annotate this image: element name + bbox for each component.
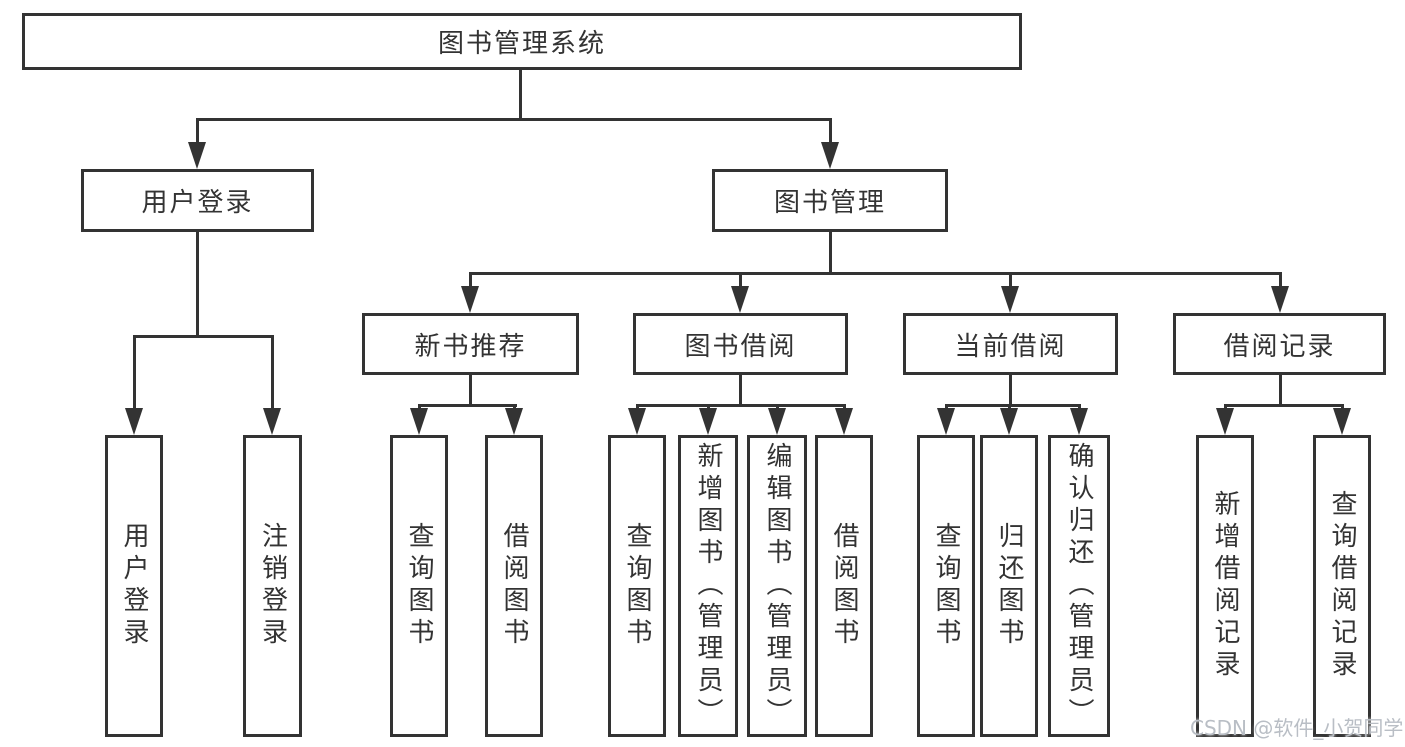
node-user-login-leaf-label: 用户登录 [119, 522, 149, 650]
node-add-borrow-record-leaf-label: 新增借阅记录 [1210, 490, 1240, 682]
arrow-down-icon [1070, 408, 1088, 435]
node-new-book-recommend: 新书推荐 [362, 313, 579, 375]
connector-line [418, 404, 517, 407]
node-borrowing-records: 借阅记录 [1173, 313, 1386, 375]
arrow-down-icon [937, 408, 955, 435]
arrow-down-icon [768, 408, 786, 435]
connector-line [739, 375, 742, 407]
node-borrow-books-leaf-1: 借阅图书 [485, 435, 543, 737]
node-confirm-return-admin-leaf: 确认归还（管理员） [1048, 435, 1110, 737]
node-query-books-leaf-3-label: 查询图书 [931, 522, 961, 650]
node-borrow-books-leaf-1-label: 借阅图书 [499, 522, 529, 650]
connector-line [196, 232, 199, 336]
arrow-down-icon [1001, 286, 1019, 313]
connector-line [1279, 272, 1282, 290]
node-library-system: 图书管理系统 [22, 13, 1022, 70]
arrow-down-icon [1216, 408, 1234, 435]
node-logout-leaf: 注销登录 [243, 435, 302, 737]
node-query-borrow-record-leaf-label: 查询借阅记录 [1327, 490, 1357, 682]
connector-line [196, 118, 832, 121]
arrow-down-icon [410, 408, 428, 435]
node-book-borrowing-label: 图书借阅 [684, 331, 797, 362]
node-borrow-books-leaf-2-label: 借阅图书 [829, 522, 859, 650]
arrow-down-icon [125, 408, 143, 435]
arrow-down-icon [821, 142, 839, 169]
connector-line [133, 335, 274, 338]
watermark-text: CSDN @软件_小贺同学 [1190, 716, 1404, 740]
arrow-down-icon [628, 408, 646, 435]
arrow-down-icon [835, 408, 853, 435]
connector-line [1009, 272, 1012, 290]
node-borrow-books-leaf-2: 借阅图书 [815, 435, 873, 737]
connector-line [519, 70, 522, 119]
connector-line [1279, 375, 1282, 407]
node-return-books-leaf-label: 归还图书 [994, 522, 1024, 650]
arrow-down-icon [1333, 408, 1351, 435]
node-library-system-label: 图书管理系统 [437, 29, 606, 59]
node-user-login-leaf: 用户登录 [105, 435, 163, 737]
node-return-books-leaf: 归还图书 [980, 435, 1038, 737]
node-borrowing-records-label: 借阅记录 [1223, 331, 1336, 362]
connector-line [829, 118, 832, 146]
connector-line [1009, 375, 1012, 407]
node-query-books-leaf-2: 查询图书 [608, 435, 666, 737]
arrow-down-icon [461, 286, 479, 313]
node-query-borrow-record-leaf: 查询借阅记录 [1313, 435, 1371, 737]
connector-line [469, 272, 472, 290]
node-new-book-recommend-label: 新书推荐 [414, 331, 527, 362]
arrow-down-icon [1271, 286, 1289, 313]
node-add-books-admin-leaf: 新增图书（管理员） [678, 435, 738, 737]
node-query-books-leaf-2-label: 查询图书 [622, 522, 652, 650]
node-book-borrowing: 图书借阅 [633, 313, 848, 375]
connector-line [196, 118, 199, 146]
node-current-borrowing: 当前借阅 [903, 313, 1118, 375]
node-confirm-return-admin-leaf-label: 确认归还（管理员） [1064, 442, 1094, 730]
connector-line [133, 335, 136, 411]
node-query-books-leaf-1-label: 查询图书 [404, 522, 434, 650]
arrow-down-icon [699, 408, 717, 435]
connector-line [636, 404, 846, 407]
connector-line [739, 272, 742, 290]
connector-line [469, 272, 1282, 275]
node-current-borrowing-label: 当前借阅 [954, 331, 1067, 362]
arrow-down-icon [731, 286, 749, 313]
connector-line [945, 404, 1080, 407]
node-add-borrow-record-leaf: 新增借阅记录 [1196, 435, 1254, 737]
node-logout-leaf-label: 注销登录 [257, 522, 288, 650]
node-query-books-leaf-3: 查询图书 [917, 435, 975, 737]
node-user-login-branch-label: 用户登录 [141, 188, 254, 218]
arrow-down-icon [263, 408, 281, 435]
connector-line [829, 232, 832, 274]
arrow-down-icon [1000, 408, 1018, 435]
node-query-books-leaf-1: 查询图书 [390, 435, 448, 737]
arrow-down-icon [505, 408, 523, 435]
node-book-management-branch-label: 图书管理 [773, 188, 886, 218]
node-book-management-branch: 图书管理 [712, 169, 948, 232]
connector-line [469, 375, 472, 407]
connector-line [1224, 404, 1343, 407]
node-add-books-admin-leaf-label: 新增图书（管理员） [693, 442, 723, 730]
node-edit-books-admin-leaf: 编辑图书（管理员） [747, 435, 807, 737]
node-user-login-branch: 用户登录 [81, 169, 314, 232]
arrow-down-icon [188, 142, 206, 169]
connector-line [271, 335, 274, 411]
node-edit-books-admin-leaf-label: 编辑图书（管理员） [762, 442, 792, 730]
